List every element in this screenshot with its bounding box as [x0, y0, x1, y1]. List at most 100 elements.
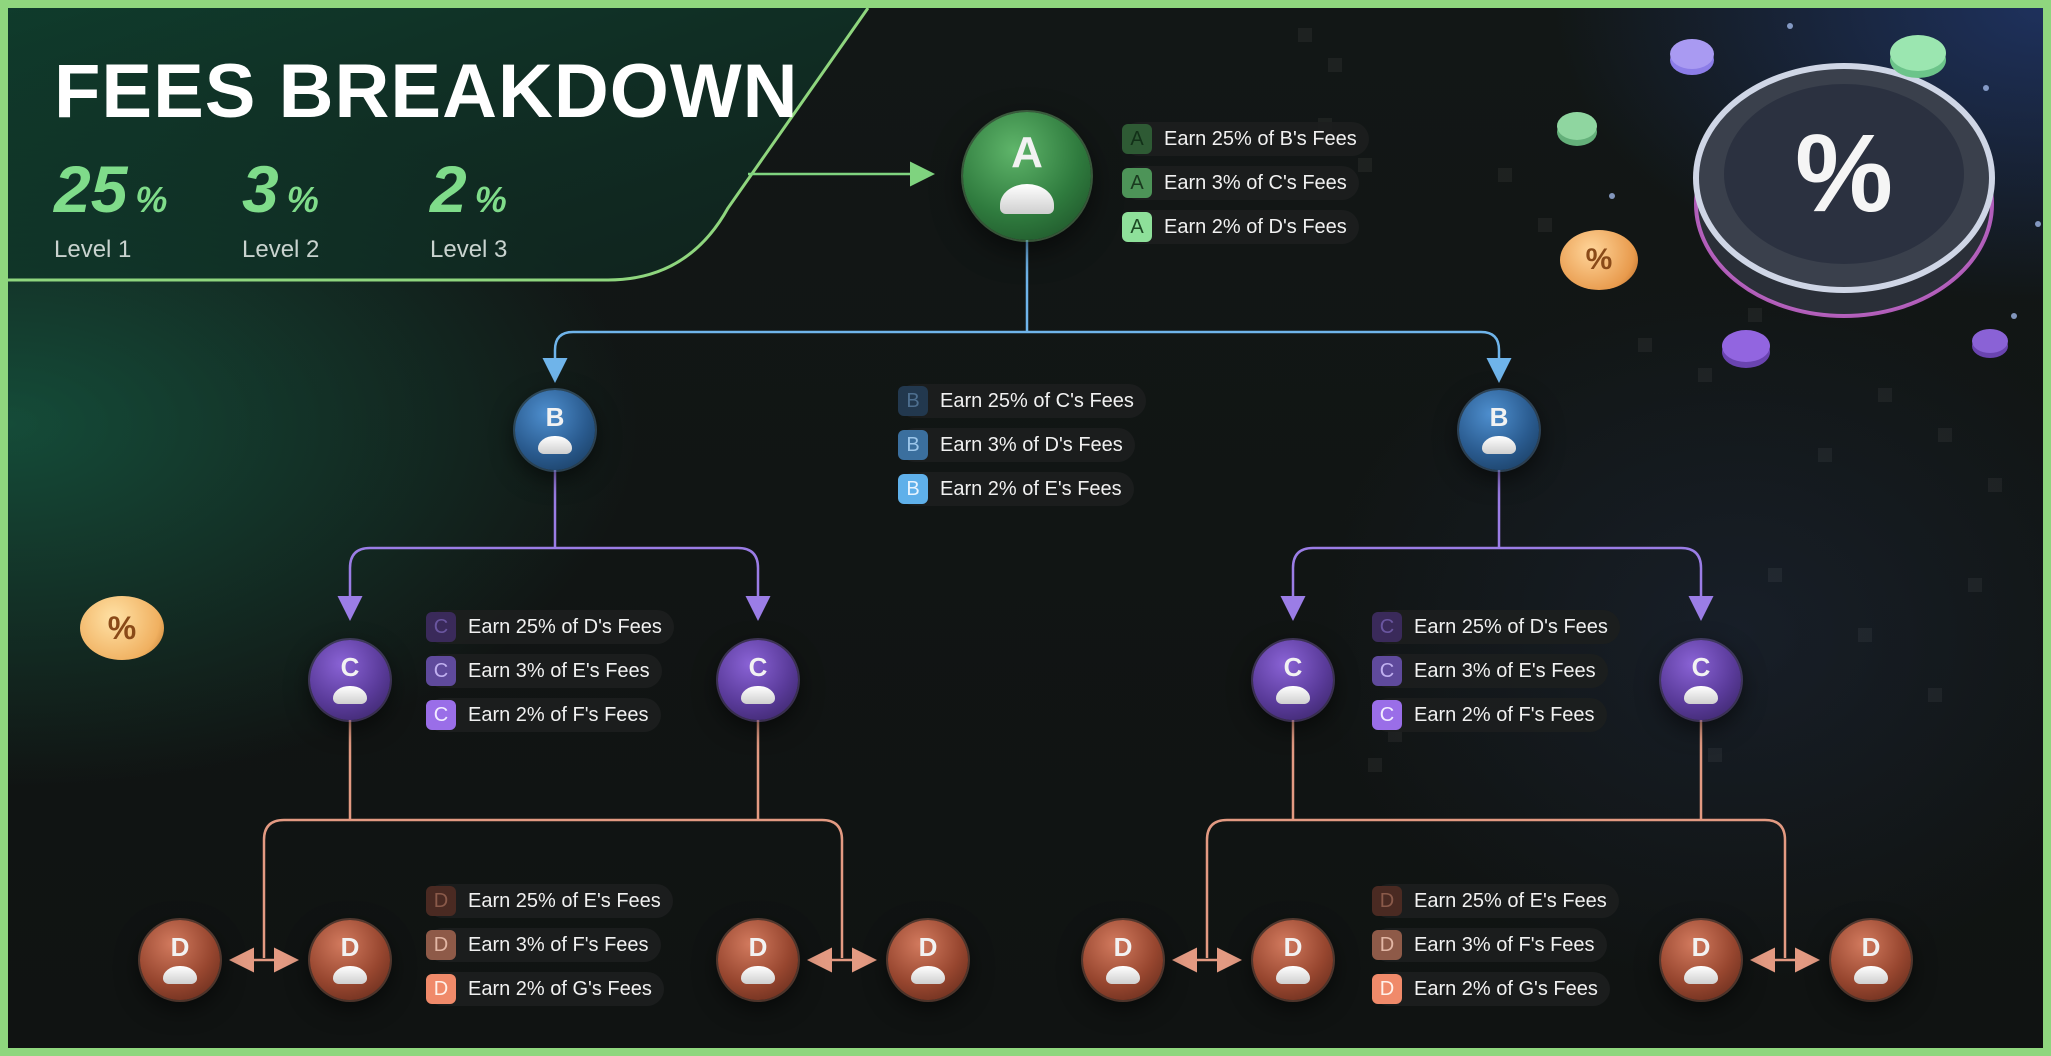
stat-level-2: 3% Level 2	[242, 156, 319, 264]
decorative-coins	[1557, 23, 2041, 368]
node-d-avatar: D	[1083, 920, 1163, 1000]
rule-text: Earn 2% of F's Fees	[1414, 703, 1595, 726]
user-icon	[911, 966, 945, 984]
page-title: FEES BREAKDOWN	[54, 49, 799, 134]
stat-level-3-label: Level 3	[430, 236, 508, 263]
node-d-avatar: D	[140, 920, 220, 1000]
stat-level-1-label: Level 1	[54, 236, 132, 263]
rule-chip-d-1: D Earn 25% of E's Fees	[426, 884, 673, 918]
rule-text: Earn 3% of E's Fees	[468, 659, 650, 682]
rule-chip-c-3: C Earn 2% of F's Fees	[426, 698, 661, 732]
user-icon	[1106, 966, 1140, 984]
rule-badge-c: C	[1372, 656, 1402, 686]
gold-coin-icon: %	[1560, 230, 1638, 290]
rule-chip-c-2: C Earn 3% of E's Fees	[426, 654, 662, 688]
node-c-avatar: C	[310, 640, 390, 720]
rule-chip-d-1: D Earn 25% of E's Fees	[1372, 884, 1619, 918]
gold-coin-percent: %	[1585, 243, 1613, 276]
rule-text: Earn 25% of C's Fees	[940, 389, 1134, 412]
big-coin-symbol: %	[1754, 108, 1934, 238]
rule-text: Earn 2% of D's Fees	[1164, 215, 1347, 238]
rule-chip-d-2: D Earn 3% of F's Fees	[1372, 928, 1607, 962]
user-icon	[1684, 686, 1718, 704]
node-c-avatar: C	[1253, 640, 1333, 720]
rule-chip-d-3: D Earn 2% of G's Fees	[1372, 972, 1610, 1006]
node-d-letter: D	[340, 932, 360, 962]
a-to-b-connector	[542, 240, 1512, 383]
connector-layer	[8, 8, 2041, 973]
user-icon	[333, 966, 367, 984]
user-icon	[538, 436, 572, 454]
node-b-letter: B	[545, 402, 565, 432]
node-c-letter: C	[1691, 652, 1711, 682]
rule-badge-c: C	[1372, 612, 1402, 642]
stat-level-1: 25% Level 1	[54, 156, 167, 264]
node-b-right-avatar: B	[1459, 390, 1539, 470]
node-d-avatar: D	[310, 920, 390, 1000]
node-c-letter: C	[340, 652, 360, 682]
big-coin-percent: %	[1795, 111, 1893, 235]
rule-chip-b-3: B Earn 2% of E's Fees	[898, 472, 1134, 506]
node-c-letter: C	[748, 652, 768, 682]
user-icon	[741, 686, 775, 704]
node-d-avatar: D	[1661, 920, 1741, 1000]
rule-badge-b: B	[898, 430, 928, 460]
node-d-letter: D	[1113, 932, 1133, 962]
stat-level-2-unit: %	[286, 179, 319, 220]
user-icon	[1854, 966, 1888, 984]
header-panel-edge	[8, 8, 870, 282]
b-to-c-connector	[337, 470, 1714, 621]
rule-text: Earn 25% of D's Fees	[1414, 615, 1608, 638]
node-d-avatar: D	[888, 920, 968, 1000]
rule-text: Earn 3% of E's Fees	[1414, 659, 1596, 682]
node-d-letter: D	[748, 932, 768, 962]
rule-badge-d: D	[426, 930, 456, 960]
rule-chip-b-2: B Earn 3% of D's Fees	[898, 428, 1135, 462]
rule-text: Earn 2% of E's Fees	[940, 477, 1122, 500]
header-panel	[8, 8, 868, 280]
rule-badge-d: D	[1372, 974, 1402, 1004]
user-icon	[1684, 966, 1718, 984]
user-icon	[1276, 966, 1310, 984]
rule-badge-a: A	[1122, 168, 1152, 198]
rule-text: Earn 2% of G's Fees	[1414, 977, 1598, 1000]
node-d-letter: D	[1691, 932, 1711, 962]
rule-text: Earn 3% of F's Fees	[468, 933, 649, 956]
stat-level-1-value: 25	[54, 152, 128, 226]
rule-chip-a-2: A Earn 3% of C's Fees	[1122, 166, 1359, 200]
rule-text: Earn 2% of G's Fees	[468, 977, 652, 1000]
rule-chip-a-3: A Earn 2% of D's Fees	[1122, 210, 1359, 244]
rule-chip-c-1: C Earn 25% of D's Fees	[426, 610, 674, 644]
rule-text: Earn 3% of C's Fees	[1164, 171, 1347, 194]
node-c-avatar: C	[1661, 640, 1741, 720]
node-c-avatar: C	[718, 640, 798, 720]
rule-badge-a: A	[1122, 124, 1152, 154]
big-percent-coin-icon	[1693, 63, 1995, 318]
user-icon	[1276, 686, 1310, 704]
node-d-letter: D	[918, 932, 938, 962]
stat-level-2-label: Level 2	[242, 236, 320, 263]
rule-text: Earn 3% of F's Fees	[1414, 933, 1595, 956]
user-icon	[741, 966, 775, 984]
rule-chip-a-1: A Earn 25% of B's Fees	[1122, 122, 1369, 156]
rule-badge-c: C	[426, 656, 456, 686]
rule-chip-c-2: C Earn 3% of E's Fees	[1372, 654, 1608, 688]
user-icon	[1000, 184, 1054, 214]
user-icon	[333, 686, 367, 704]
gold-coin-left-icon: %	[80, 596, 164, 660]
rule-chip-c-3: C Earn 2% of F's Fees	[1372, 698, 1607, 732]
stat-level-2-value: 3	[242, 152, 279, 226]
rule-chip-d-2: D Earn 3% of F's Fees	[426, 928, 661, 962]
stat-level-3-unit: %	[474, 179, 507, 220]
rule-badge-d: D	[1372, 886, 1402, 916]
rule-badge-d: D	[1372, 930, 1402, 960]
node-d-letter: D	[1861, 932, 1881, 962]
stat-level-3-value: 2	[430, 152, 467, 226]
rule-badge-d: D	[426, 886, 456, 916]
rule-chip-b-1: B Earn 25% of C's Fees	[898, 384, 1146, 418]
rule-text: Earn 25% of E's Fees	[468, 889, 661, 912]
rule-badge-b: B	[898, 386, 928, 416]
rule-text: Earn 25% of E's Fees	[1414, 889, 1607, 912]
rule-chip-d-3: D Earn 2% of G's Fees	[426, 972, 664, 1006]
stat-level-3: 2% Level 3	[430, 156, 507, 264]
